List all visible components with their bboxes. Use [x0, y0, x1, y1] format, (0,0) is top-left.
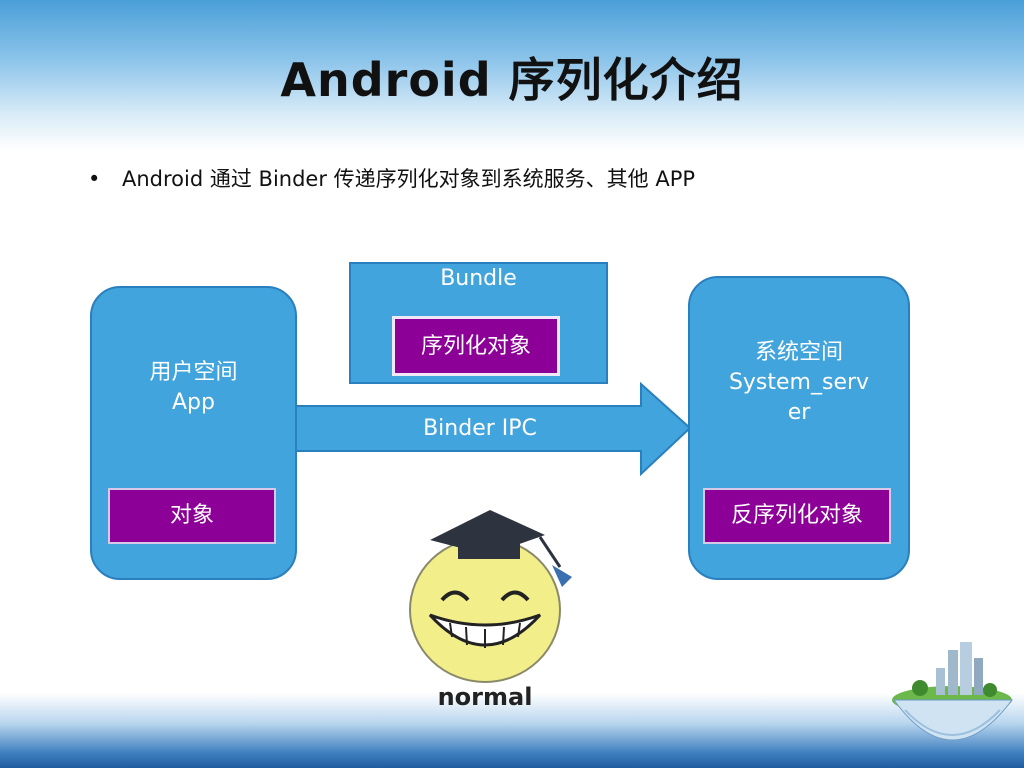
object-box: 对象 — [108, 488, 276, 544]
mascot-caption: normal — [420, 683, 550, 711]
system-server-label-line1: System_serv — [690, 368, 908, 398]
system-space-title: 系统空间 — [690, 338, 908, 368]
user-space-title: 用户空间 — [92, 358, 295, 388]
binder-ipc-label: Binder IPC — [400, 416, 560, 441]
system-space-label: 系统空间 System_serv er — [690, 338, 908, 428]
city-globe-icon — [890, 640, 1020, 765]
graduation-smiley-icon — [400, 505, 580, 685]
user-space-label: 用户空间 App — [92, 358, 295, 418]
deserialized-object-box: 反序列化对象 — [703, 488, 891, 544]
app-label: App — [92, 388, 295, 418]
serialized-object-box: 序列化对象 — [392, 316, 560, 376]
bundle-label: Bundle — [351, 264, 606, 294]
system-server-label-line2: er — [690, 398, 908, 428]
